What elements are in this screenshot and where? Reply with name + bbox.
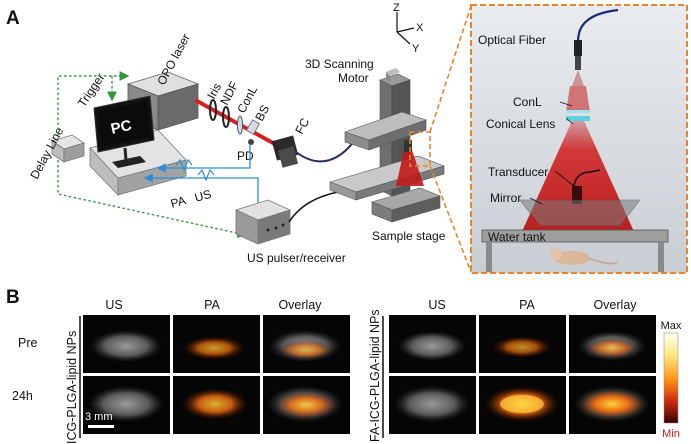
panel-a-label: A bbox=[6, 8, 20, 29]
colorbar-min-label: Min bbox=[662, 428, 680, 440]
photodiode bbox=[248, 139, 254, 145]
pa-label: PA bbox=[169, 193, 187, 211]
axis-y-label: Y bbox=[412, 43, 420, 55]
row-pre-label: Pre bbox=[18, 336, 38, 350]
image-grid-left bbox=[83, 315, 350, 434]
axis-z-label: Z bbox=[393, 2, 400, 14]
signal-lines bbox=[143, 145, 259, 212]
right-col-us: US bbox=[428, 298, 445, 312]
sample-stage-label: Sample stage bbox=[372, 229, 446, 243]
right-group-label: FA-ICG-PLGA-lipid NPs bbox=[368, 309, 382, 442]
image-grid-right bbox=[389, 315, 656, 434]
fc-label: FC bbox=[292, 115, 312, 136]
left-group-label: ICG-PLGA-lipid NPs bbox=[65, 331, 79, 444]
inset-transducer-label: Transducer bbox=[488, 165, 548, 179]
left-col-us: US bbox=[105, 298, 122, 312]
inset-water-tank-label: Water tank bbox=[488, 230, 547, 244]
colorbar bbox=[663, 332, 679, 424]
opo-laser-box bbox=[126, 71, 200, 131]
scale-bar-label: 3 mm bbox=[85, 411, 113, 423]
optics-train bbox=[209, 99, 261, 135]
delay-line-box bbox=[51, 134, 85, 163]
inset-panel bbox=[470, 4, 688, 274]
scale-bar bbox=[88, 425, 114, 428]
colorbar-max-label: Max bbox=[661, 320, 682, 332]
trigger-lines bbox=[57, 71, 248, 238]
us-pulser-box bbox=[234, 199, 292, 245]
iris-label: Iris bbox=[204, 81, 224, 102]
left-col-overlay: Overlay bbox=[278, 298, 322, 312]
axes-indicator: Z X Y bbox=[393, 2, 424, 55]
bs-label: BS bbox=[252, 103, 272, 124]
axis-x-label: X bbox=[416, 22, 424, 34]
right-col-overlay: Overlay bbox=[593, 298, 637, 312]
inset-fiber-label: Optical Fiber bbox=[478, 33, 546, 47]
fiber-coupler bbox=[271, 135, 299, 168]
row-24h-label: 24h bbox=[12, 389, 33, 403]
left-col-pa: PA bbox=[204, 298, 220, 312]
inset-mirror-label: Mirror bbox=[490, 191, 521, 205]
pd-label: PD bbox=[237, 149, 254, 163]
panel-b-label: B bbox=[6, 287, 20, 308]
inset-callout bbox=[409, 5, 472, 273]
inset-conl-label: ConL bbox=[513, 95, 542, 109]
pc-label: PC bbox=[109, 117, 133, 138]
pulser-label: US pulser/receiver bbox=[247, 251, 346, 265]
inset-conical-lens-label: Conical Lens bbox=[486, 117, 555, 131]
motor-label-line1: 3D Scanning bbox=[305, 57, 374, 71]
motor-label-line2: Motor bbox=[338, 71, 369, 85]
scanning-motor bbox=[329, 68, 445, 223]
right-col-pa: PA bbox=[519, 298, 535, 312]
us-label: US bbox=[193, 187, 213, 205]
